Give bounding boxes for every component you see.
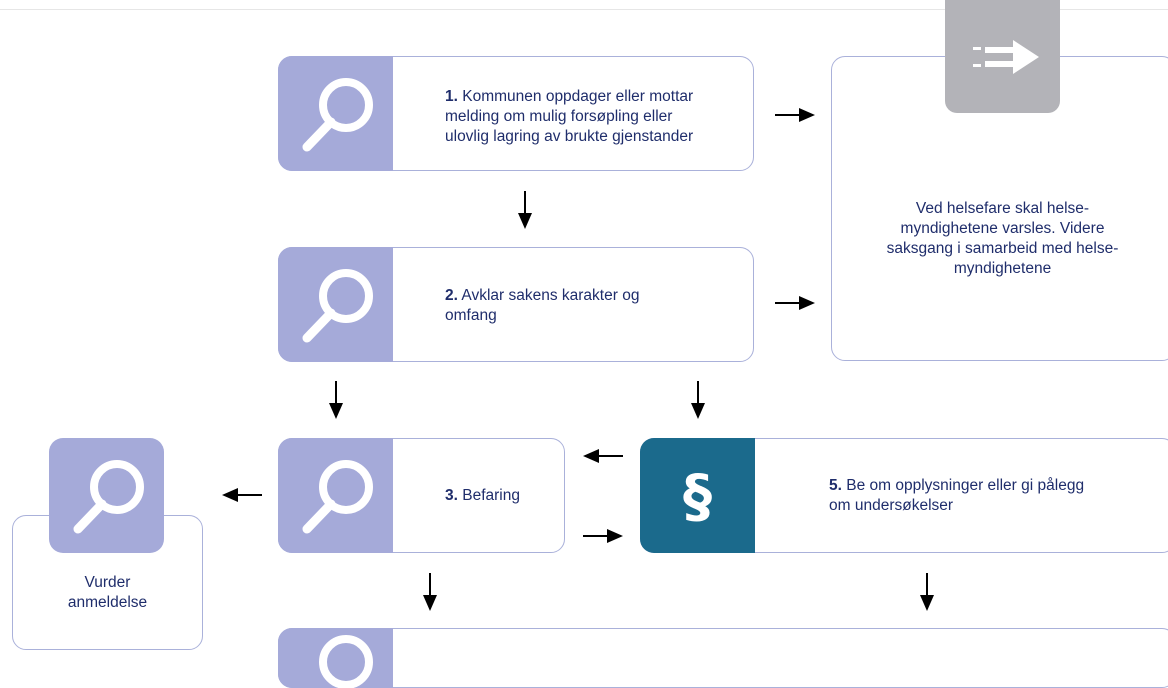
arrow-down-5 (918, 573, 936, 611)
magnifier-icon (302, 459, 373, 533)
step-1-line-1: Kommunen oppdager eller mottar (462, 88, 694, 105)
paragraph-icon: § (683, 461, 712, 530)
arrow-right-3 (583, 527, 623, 545)
forward-tab (945, 0, 1060, 113)
health-line-3: saksgang i samarbeid med helse- (886, 240, 1119, 257)
step-2-icon-box (278, 247, 393, 362)
top-divider (0, 9, 1168, 10)
paragraph-icon-box: § (640, 438, 755, 553)
arrow-down-3 (689, 381, 707, 419)
magnifier-icon (318, 635, 373, 688)
arrow-down-2 (327, 381, 345, 419)
arrow-right-1 (775, 106, 815, 124)
step-5-number: 5. (829, 477, 842, 494)
step-2-line-2: omfang (445, 307, 497, 324)
step-1-icon-box (278, 56, 393, 171)
health-line-4: myndighetene (953, 260, 1052, 277)
step-3-text: 3. Befaring (445, 486, 565, 506)
health-box-text: Ved helsefare skal helse- myndighetene v… (845, 199, 1160, 279)
step-1-line-2: melding om mulig forsøpling eller (445, 108, 673, 125)
arrow-down-4 (421, 573, 439, 611)
magnifier-icon (302, 77, 373, 151)
step-3-number: 3. (445, 487, 458, 504)
health-line-2: myndighetene varsles. Videre (900, 220, 1105, 237)
arrow-right-2 (775, 294, 815, 312)
magnifier-icon (73, 459, 144, 533)
step-5-line-2: om undersøkelser (829, 497, 954, 514)
arrow-left-2 (222, 486, 262, 504)
step-2-line-1: Avklar sakens karakter og (461, 287, 640, 304)
step-3-line-1: Befaring (462, 487, 520, 504)
step-5-text: 5. Be om opplysninger eller gi pålegg om… (829, 476, 1129, 516)
step-1-number: 1. (445, 88, 458, 105)
forward-arrow-icon (972, 39, 1039, 74)
step-2-text: 2. Avklar sakens karakter og omfang (445, 286, 745, 326)
step-1-text: 1. Kommunen oppdager eller mottar meldin… (445, 87, 745, 147)
step-3-icon-box (278, 438, 393, 553)
step-5-line-1: Be om opplysninger eller gi pålegg (846, 477, 1085, 494)
report-icon-box (49, 438, 164, 553)
health-line-1: Ved helsefare skal helse- (915, 200, 1090, 217)
report-line-1: Vurder (84, 574, 131, 591)
magnifier-icon (302, 268, 373, 342)
next-step-icon-box (278, 628, 393, 688)
step-2-number: 2. (445, 287, 458, 304)
arrow-left-1 (583, 447, 623, 465)
report-box-text: Vurder anmeldelse (12, 573, 203, 613)
report-line-2: anmeldelse (67, 594, 148, 611)
step-1-line-3: ulovlig lagring av brukte gjenstander (445, 128, 694, 145)
next-step-card (278, 628, 1168, 688)
arrow-down-1 (516, 191, 534, 229)
